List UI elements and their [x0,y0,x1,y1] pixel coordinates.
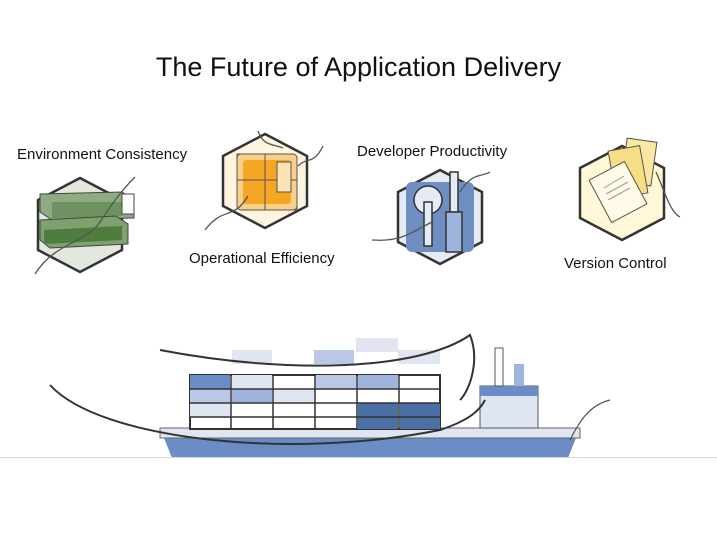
puzzle-cube-icon [204,130,324,231]
divider-line [0,457,717,458]
feature-label-version-control: Version Control [564,255,667,272]
slide-title: The Future of Application Delivery [155,52,562,82]
feature-label-environment-consistency: Environment Consistency [17,146,188,163]
tools-icon [372,168,491,266]
documents-icon [578,137,681,242]
stacked-blocks-icon [34,176,136,275]
feature-label-developer-productivity: Developer Productivity [357,143,508,160]
feature-label-operational-efficiency: Operational Efficiency [189,250,335,267]
container-ship-icon [49,333,611,458]
